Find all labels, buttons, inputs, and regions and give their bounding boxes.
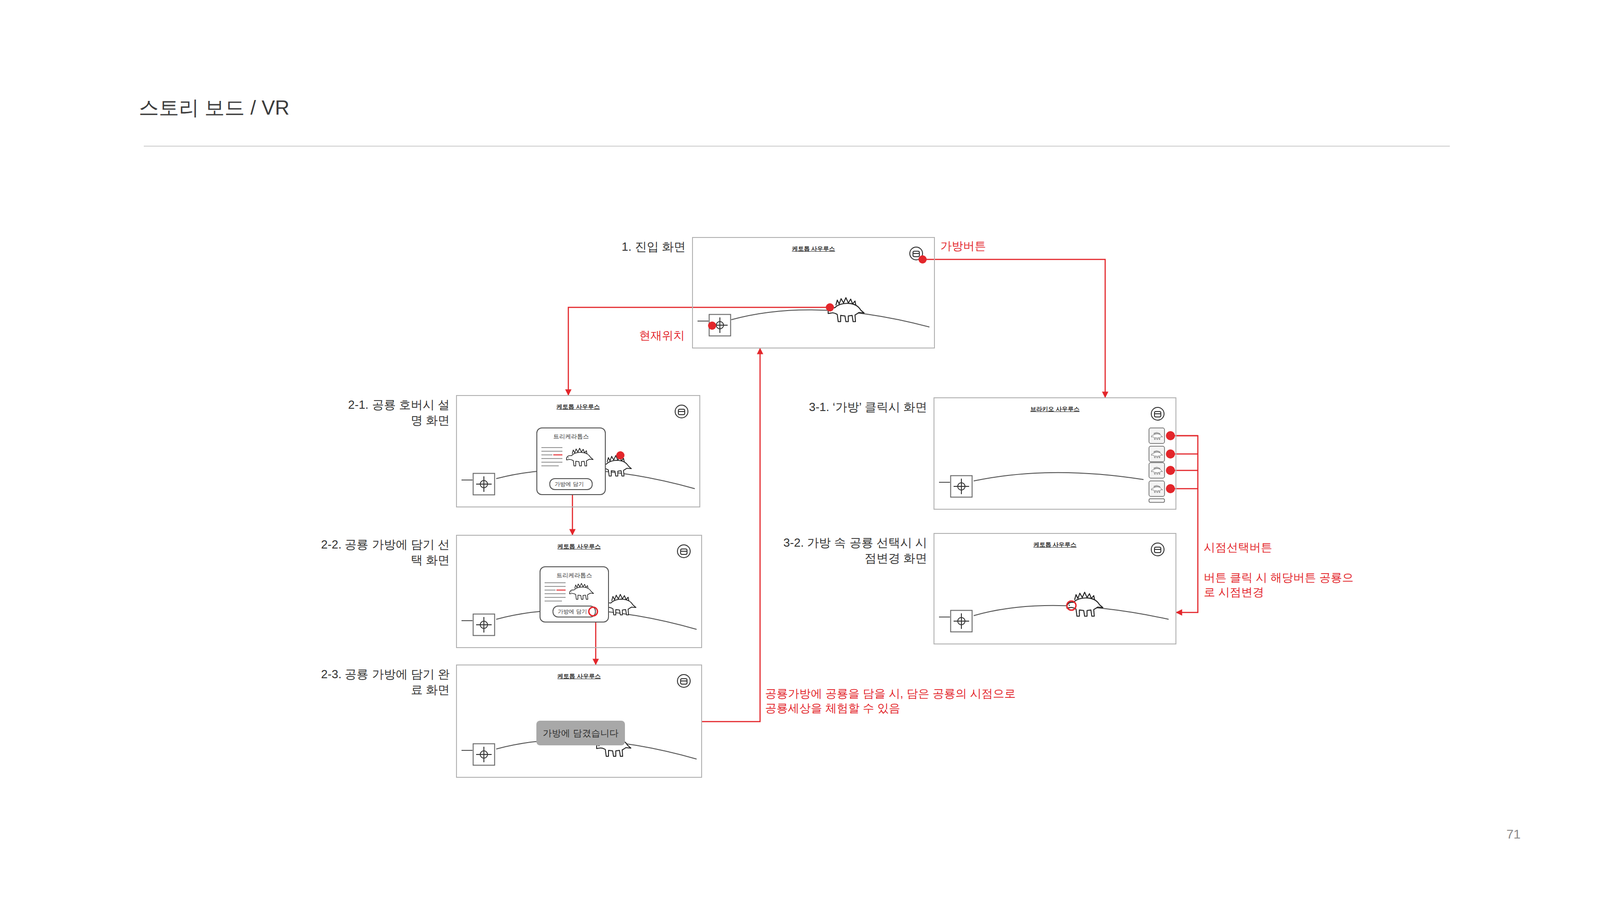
screen-2-2-art bbox=[461, 544, 697, 636]
screen-heading: 1. 진입 화면 bbox=[621, 238, 686, 255]
flow-arrow bbox=[934, 259, 1106, 398]
marker-dot bbox=[708, 321, 717, 330]
screen-frame: 1. 진입 화면케토톱 사우루스 bbox=[692, 236, 935, 349]
selection-ring bbox=[588, 606, 599, 617]
toast-message: 가방에 담겼습니다 bbox=[536, 720, 625, 745]
marker-dot bbox=[825, 303, 835, 312]
selection-ring bbox=[1066, 600, 1076, 610]
annotation: 현재위치 bbox=[639, 327, 685, 343]
dinosaur bbox=[828, 297, 865, 322]
location-icon bbox=[473, 613, 495, 636]
screen-2-1-art bbox=[461, 404, 695, 495]
location-icon bbox=[950, 610, 973, 632]
screen-2-3-art bbox=[461, 674, 697, 766]
bag-icon bbox=[675, 404, 688, 418]
bag-icon bbox=[677, 544, 691, 558]
screen-title: 브라키오 사우루스 bbox=[1030, 405, 1080, 413]
annotation: 공룡가방에 공룡을 담을 시, 담은 공룡의 시점으로 공룡세상을 체험할 수 … bbox=[765, 685, 1021, 715]
flow-arrow bbox=[568, 307, 693, 395]
dinosaur bbox=[605, 593, 637, 615]
screen-heading: 2-2. 공룡 가방에 담기 선택 화면 bbox=[317, 536, 450, 568]
page-number: 71 bbox=[1506, 826, 1521, 842]
info-popup: 트리케라톱스가방에 담기 bbox=[536, 427, 606, 495]
flow-arrow bbox=[571, 494, 574, 535]
annotation: 시점선택버튼 bbox=[1203, 539, 1273, 555]
bag-icon bbox=[1151, 542, 1165, 556]
popup-title: 트리케라톱스 bbox=[553, 432, 589, 441]
screen-frame: 3-1. ‘가방’ 클릭시 화면브라키오 사우루스 bbox=[933, 397, 1177, 510]
location-icon bbox=[950, 475, 973, 498]
marker-dot bbox=[1165, 430, 1176, 441]
screen-3-2-art bbox=[939, 542, 1169, 632]
screen-heading: 3-1. ‘가방’ 클릭시 화면 bbox=[808, 398, 928, 415]
bag-icon bbox=[1151, 407, 1165, 420]
annotation: 버튼 클릭 시 해당버튼 공룡으로 시점변경 bbox=[1203, 569, 1355, 599]
screen-heading: 2-3. 공룡 가방에 담기 완료 화면 bbox=[317, 666, 450, 698]
screen-frame: 3-2. 가방 속 공룡 선택시 시점변경 화면케토톱 사우루스 bbox=[933, 532, 1177, 645]
location-icon bbox=[473, 743, 495, 766]
marker-dot bbox=[616, 451, 625, 460]
bracket-line bbox=[1170, 435, 1198, 489]
marker-dot bbox=[1165, 449, 1176, 459]
screen-title: 케토톱 사우루스 bbox=[556, 403, 600, 411]
flow-arrow bbox=[595, 622, 597, 665]
marker-dot bbox=[1165, 465, 1176, 475]
popup-body-art bbox=[544, 582, 594, 601]
screen-title: 케토톱 사우루스 bbox=[557, 542, 601, 551]
header-rule bbox=[143, 145, 1450, 147]
info-popup: 트리케라톱스가방에 담기 bbox=[539, 566, 609, 623]
page-title: 스토리 보드 / VR bbox=[138, 94, 290, 121]
popup-title: 트리케라톱스 bbox=[556, 571, 593, 579]
screen-frame: 2-3. 공룡 가방에 담기 완료 화면케토톱 사우루스가방에 담겼습니다 bbox=[456, 664, 703, 778]
marker-dot bbox=[1165, 483, 1176, 494]
screen-3-1-art bbox=[939, 407, 1198, 503]
screen-heading: 2-1. 공룡 호버시 설명 화면 bbox=[340, 396, 450, 428]
screen-heading: 3-2. 가방 속 공룡 선택시 시점변경 화면 bbox=[781, 534, 928, 566]
toast-text: 가방에 담겼습니다 bbox=[542, 726, 619, 739]
location-icon bbox=[473, 473, 495, 495]
screen-frame: 2-1. 공룡 호버시 설명 화면케토톱 사우루스트리케라톱스가방에 담기 bbox=[456, 394, 701, 508]
popup-button: 가방에 담기 bbox=[552, 605, 596, 618]
screen-title: 케토톱 사우루스 bbox=[557, 672, 601, 680]
flow-arrow bbox=[702, 348, 761, 722]
flow-arrow bbox=[1176, 435, 1198, 613]
screen-title: 케토톱 사우루스 bbox=[792, 245, 836, 253]
bag-icon bbox=[677, 674, 691, 688]
marker-dot bbox=[918, 255, 927, 264]
screen-1-art bbox=[692, 246, 935, 336]
annotation: 가방버튼 bbox=[940, 238, 987, 253]
dinosaur bbox=[1066, 592, 1103, 617]
screen-title: 케토톱 사우루스 bbox=[1033, 540, 1077, 549]
popup-button: 가방에 담기 bbox=[549, 477, 593, 490]
leader-line bbox=[692, 259, 935, 308]
screen-frame: 2-2. 공룡 가방에 담기 선택 화면케토톱 사우루스트리케라톱스가방에 담기 bbox=[456, 534, 703, 648]
popup-body-art bbox=[541, 447, 593, 466]
viewpoint-buttons bbox=[1148, 427, 1165, 503]
